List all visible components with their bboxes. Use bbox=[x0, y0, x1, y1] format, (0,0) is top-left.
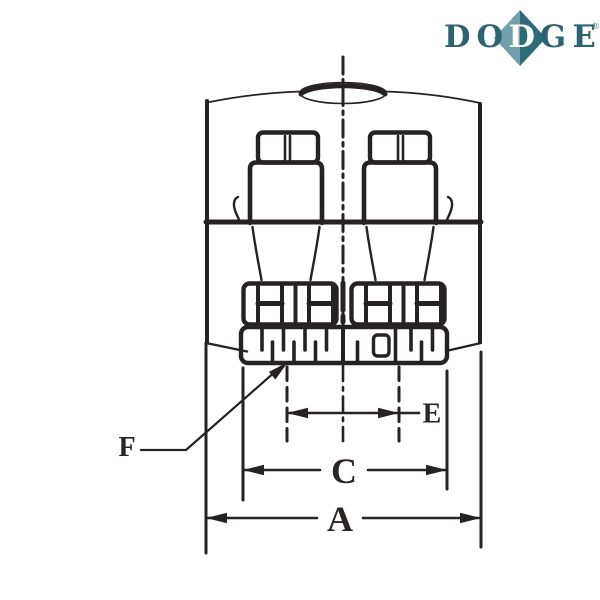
dim-label-e: E bbox=[423, 399, 442, 430]
logo-letter-d2-knockout: D bbox=[509, 19, 535, 55]
dim-c-arrow-right bbox=[426, 464, 447, 476]
dodge-logo: D O D G E ® bbox=[444, 10, 599, 66]
dimension-labels: A C E F bbox=[118, 399, 441, 540]
dim-a-arrow-left bbox=[206, 512, 227, 524]
arrowheads bbox=[206, 362, 481, 524]
bolt-right-taper-left bbox=[365, 225, 377, 282]
logo-wordmark: D O D G E bbox=[444, 19, 596, 55]
centerlines bbox=[285, 55, 401, 443]
base-upper-serrations bbox=[241, 280, 447, 327]
upper-block-right bbox=[349, 281, 447, 327]
dim-e-arrow-left bbox=[287, 407, 308, 419]
label-f-arrow bbox=[268, 362, 288, 380]
upper-block-right-ribs bbox=[363, 284, 444, 324]
bolt-right bbox=[361, 130, 439, 282]
split-tab-left bbox=[232, 195, 242, 224]
housing-bottom-right-corner bbox=[444, 341, 483, 353]
bolt-right-taper-right bbox=[423, 225, 435, 282]
logo-letter-d1: D bbox=[444, 19, 470, 55]
bolt-left-taper-left bbox=[251, 225, 263, 282]
bolt-left-hex-head bbox=[255, 130, 321, 165]
lower-band-ribs bbox=[260, 327, 435, 363]
dim-e-arrow-right bbox=[378, 407, 399, 419]
bolt-right-body bbox=[361, 160, 439, 226]
bolt-left-taper-right bbox=[309, 225, 321, 282]
bolt-left bbox=[247, 130, 325, 282]
housing-top-right-edge bbox=[384, 90, 481, 104]
registered-trademark-icon: ® bbox=[592, 21, 599, 32]
dim-label-f: F bbox=[118, 432, 135, 463]
bolt-left-body bbox=[247, 160, 325, 226]
top-boss-upper-arc bbox=[298, 83, 388, 97]
logo-diamond-left-facet bbox=[494, 10, 520, 66]
dim-label-c: C bbox=[331, 451, 357, 491]
upper-block-left-ribs bbox=[255, 284, 336, 324]
housing-top-left-edge bbox=[206, 90, 302, 104]
split-tab-right bbox=[444, 195, 454, 224]
line-art bbox=[139, 55, 484, 555]
bolt-right-hex-head bbox=[367, 130, 433, 165]
dim-a-arrow-right bbox=[460, 512, 481, 524]
dim-c-arrow-left bbox=[243, 464, 264, 476]
label-f-leader bbox=[139, 369, 278, 452]
logo-letter-o: O bbox=[477, 19, 504, 55]
dimension-lines bbox=[139, 341, 483, 555]
upper-block-left bbox=[241, 281, 339, 327]
logo-diamond-right-facet bbox=[520, 10, 546, 66]
logo-letter-e: E bbox=[573, 19, 596, 55]
dim-label-a: A bbox=[327, 499, 353, 539]
logo-letter-g: G bbox=[540, 19, 566, 55]
